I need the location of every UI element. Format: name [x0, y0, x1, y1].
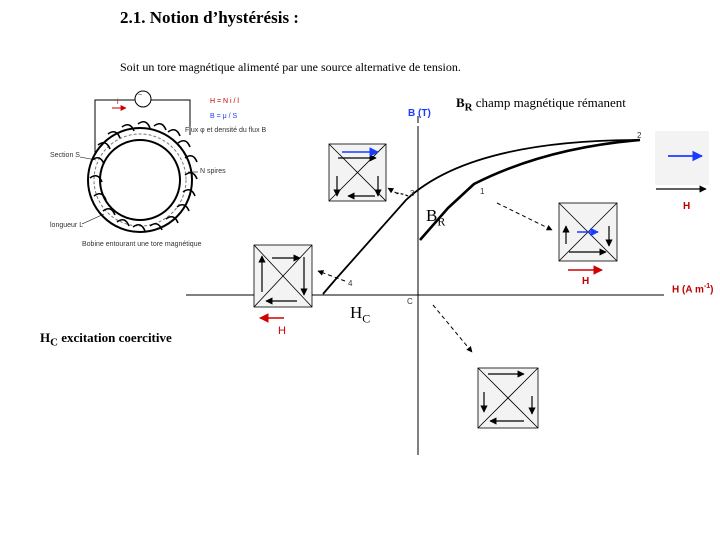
point-4-label: 4 — [348, 279, 353, 288]
domain-box-2 — [655, 131, 709, 193]
hc-text: excitation coercitive — [57, 330, 172, 345]
h-mid-label: H — [582, 276, 590, 287]
origin-label: C — [407, 297, 413, 306]
domain-box-4 — [253, 244, 313, 323]
hc-curve-label: HC — [350, 303, 371, 326]
spires-label: N spires — [200, 168, 226, 175]
hc-sub: C — [50, 336, 58, 349]
br-text: champ magnétique rémanent — [472, 95, 626, 110]
domain-box-3 — [328, 143, 387, 202]
domain-box-1 — [558, 202, 618, 275]
page-title: 2.1. Notion d’hystérésis : — [120, 8, 299, 27]
point-3-label: 3 — [410, 189, 415, 198]
point-2-label: 2 — [637, 131, 642, 140]
domain-box-5 — [477, 367, 539, 429]
point-1-label: 1 — [480, 187, 485, 196]
toroid-drawing — [79, 90, 198, 233]
h-right-label: H — [683, 201, 691, 212]
br-sub: R — [464, 101, 473, 114]
tore-caption: Bobine entourant une tore magnétique — [82, 241, 202, 248]
br-symbol: B — [456, 95, 465, 110]
formula-b: B = μ / S — [210, 113, 238, 120]
ac-source-icon — [134, 90, 152, 108]
first-magnetization-curve — [419, 138, 641, 241]
br-definition: BR champ magnétique rémanent — [456, 95, 626, 114]
current-label: i — [117, 99, 119, 106]
intro-text: Soit un tore magnétique alimenté par une… — [120, 60, 461, 74]
br-curve-label: BR — [426, 206, 446, 229]
b-axis-label: B (T) — [408, 108, 431, 119]
h-axis-label: H (A m-1) — [672, 283, 714, 296]
ac-source-label: ~ — [138, 92, 143, 99]
hc-definition: HC excitation coercitive — [40, 330, 172, 349]
formula-h: H = N i / l — [210, 98, 239, 105]
section-label: Section S — [50, 152, 80, 159]
descending-curve — [322, 139, 641, 295]
length-label: longueur L — [50, 222, 84, 229]
h-left-label: H — [278, 325, 286, 337]
hc-symbol: H — [40, 330, 51, 345]
flux-label: Flux φ et densité du flux B — [185, 127, 267, 134]
